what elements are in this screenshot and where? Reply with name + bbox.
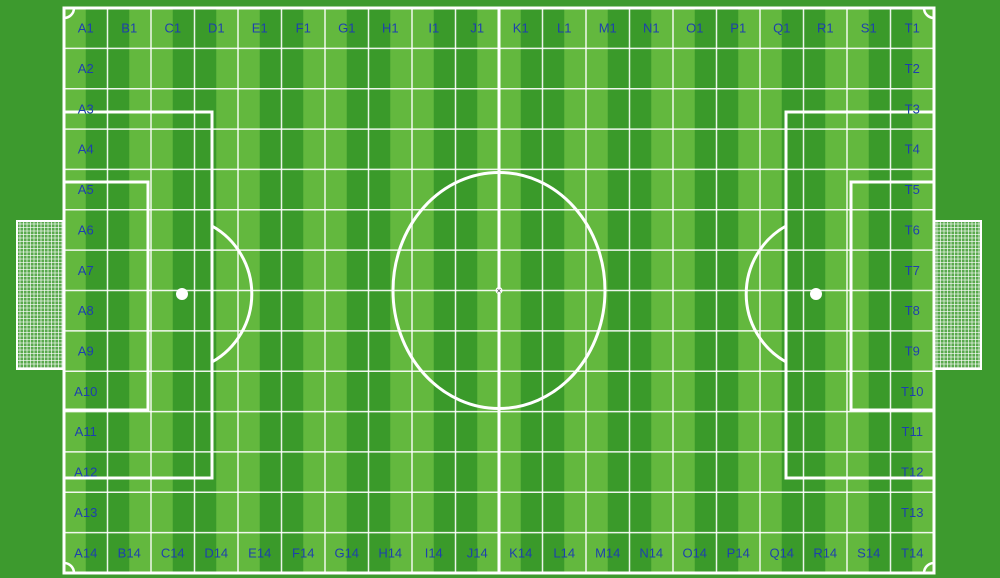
grid-label-bottom: Q14 <box>769 545 794 560</box>
grid-label-right: T6 <box>905 222 920 237</box>
grid-label-right: T11 <box>902 424 923 439</box>
grid-label-bottom: N14 <box>639 545 663 560</box>
grid-label-bottom: A14 <box>74 545 97 560</box>
grid-label-bottom: L14 <box>553 545 575 560</box>
right-goal-net-icon <box>934 221 981 369</box>
grid-label-top: O1 <box>686 21 703 36</box>
grid-label-bottom: M14 <box>595 545 620 560</box>
grid-label-right: T3 <box>905 101 920 116</box>
grid-label-top: R1 <box>817 21 834 36</box>
grid-label-left: A4 <box>78 142 94 157</box>
grid-label-top: G1 <box>338 21 355 36</box>
grid-label-right: T13 <box>901 505 923 520</box>
grid-label-top: S1 <box>861 21 877 36</box>
grid-label-top: I1 <box>428 21 439 36</box>
grid-label-bottom: E14 <box>248 545 271 560</box>
grid-label-left: A7 <box>78 263 94 278</box>
grid-label-right: T2 <box>905 61 920 76</box>
grid-label-top: H1 <box>382 21 399 36</box>
grid-label-bottom: P14 <box>727 545 750 560</box>
grid-label-left: A3 <box>78 101 94 116</box>
grid-label-left: A10 <box>74 384 97 399</box>
grid-label-top: L1 <box>557 21 571 36</box>
grid-label-right: T12 <box>901 465 923 480</box>
grid-label-bottom: K14 <box>509 545 532 560</box>
grid-label-top: D1 <box>208 21 225 36</box>
grid-label-bottom: J14 <box>467 545 488 560</box>
grid-label-top: N1 <box>643 21 660 36</box>
grid-label-top: A1 <box>78 21 94 36</box>
grid-label-top: M1 <box>599 21 617 36</box>
grid-label-left: A11 <box>75 424 97 439</box>
grid-label-bottom: H14 <box>378 545 402 560</box>
grid-label-right: T10 <box>901 384 923 399</box>
grid-label-top: F1 <box>296 21 311 36</box>
grid-label-left: A5 <box>78 182 94 197</box>
grid-label-top: K1 <box>513 21 529 36</box>
grid-label-top: P1 <box>730 21 746 36</box>
grid-label-right: T4 <box>905 142 920 157</box>
grid-label-left: A8 <box>78 303 94 318</box>
grid-label-bottom: T14 <box>901 545 923 560</box>
center-cross-icon: × <box>497 287 502 296</box>
grid-label-left: A2 <box>78 61 94 76</box>
grid-label-right: T8 <box>905 303 920 318</box>
grid-label-top: B1 <box>121 21 137 36</box>
grid-label-left: A13 <box>74 505 97 520</box>
grid-label-bottom: D14 <box>204 545 228 560</box>
grid-label-bottom: I14 <box>425 545 443 560</box>
grid-label-bottom: G14 <box>334 545 359 560</box>
right-penalty-spot <box>810 288 822 300</box>
left-goal-net-icon <box>17 221 64 369</box>
grid-label-left: A6 <box>78 222 94 237</box>
grid-label-right: T9 <box>905 343 920 358</box>
grid-label-bottom: R14 <box>813 545 837 560</box>
grid-label-top: J1 <box>470 21 484 36</box>
grid-label-top: Q1 <box>773 21 790 36</box>
grid-label-bottom: O14 <box>682 545 707 560</box>
grid-label-right: T7 <box>905 263 920 278</box>
grid-label-bottom: C14 <box>161 545 185 560</box>
left-penalty-spot <box>176 288 188 300</box>
grid-label-bottom: B14 <box>118 545 141 560</box>
grid-label-bottom: S14 <box>857 545 880 560</box>
grid-label-top: E1 <box>252 21 268 36</box>
grid-label-right: T5 <box>905 182 920 197</box>
grid-label-bottom: F14 <box>292 545 314 560</box>
grid-label-left: A9 <box>78 343 94 358</box>
grid-label-top: C1 <box>164 21 181 36</box>
grid-label-top: T1 <box>905 21 920 36</box>
grid-label-left: A12 <box>74 465 97 480</box>
